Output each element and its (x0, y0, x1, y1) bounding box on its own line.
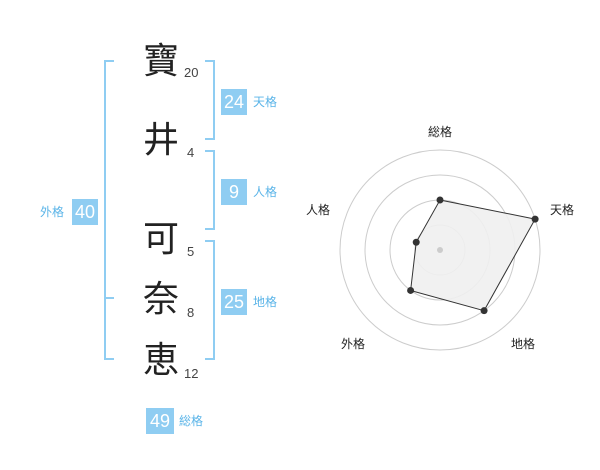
radar-grid-ring (364, 174, 516, 326)
chikaku-label: 地格 (253, 295, 278, 309)
gaikaku-label: 外格 (40, 205, 65, 219)
radar-point-5 (412, 238, 420, 246)
name-char-1: 寶 (142, 41, 179, 82)
jinkaku-label: 人格 (253, 185, 278, 199)
name-char-2: 井 (142, 120, 179, 161)
radar-grid-ring (339, 149, 541, 351)
radar-point-2 (531, 215, 539, 223)
radar-point-4 (407, 286, 415, 294)
stroke-count-3: 5 (187, 244, 195, 259)
radar-axis-label-gaikaku: 外格 (341, 337, 366, 351)
jinkaku-badge: 9 (221, 179, 247, 205)
soukaku-label: 総格 (179, 414, 204, 428)
radar-point-3 (480, 307, 488, 315)
radar-axis-label-soukaku: 総格 (428, 125, 453, 139)
name-char-3: 可 (142, 219, 179, 260)
name-char-5: 恵 (142, 340, 179, 381)
tenkaku-label: 天格 (253, 95, 278, 109)
gaikaku-bracket-divider (104, 297, 114, 299)
radar-grid-ring (414, 224, 466, 276)
radar-axis-label-tenkaku: 天格 (550, 203, 575, 217)
radar-data-polygon (410, 199, 536, 312)
soukaku-badge: 49 (146, 408, 174, 434)
radar-axis-label-jinkaku: 人格 (306, 203, 331, 217)
radar-center-point (437, 247, 443, 253)
radar-point-1 (436, 196, 444, 204)
stroke-count-2: 4 (187, 145, 195, 160)
tenkaku-badge: 24 (221, 89, 247, 115)
chikaku-badge: 25 (221, 289, 247, 315)
stroke-count-1: 20 (184, 65, 199, 80)
gaikaku-bracket (104, 60, 114, 360)
jinkaku-bracket (205, 150, 215, 230)
radar-axis-label-chikaku: 地格 (511, 337, 536, 351)
chikaku-bracket (205, 240, 215, 360)
radar-grid-ring (389, 199, 491, 301)
stroke-count-4: 8 (187, 305, 195, 320)
stroke-count-5: 12 (184, 366, 199, 381)
gaikaku-badge: 40 (72, 199, 98, 225)
name-char-4: 奈 (142, 279, 179, 320)
tenkaku-bracket (205, 60, 215, 140)
